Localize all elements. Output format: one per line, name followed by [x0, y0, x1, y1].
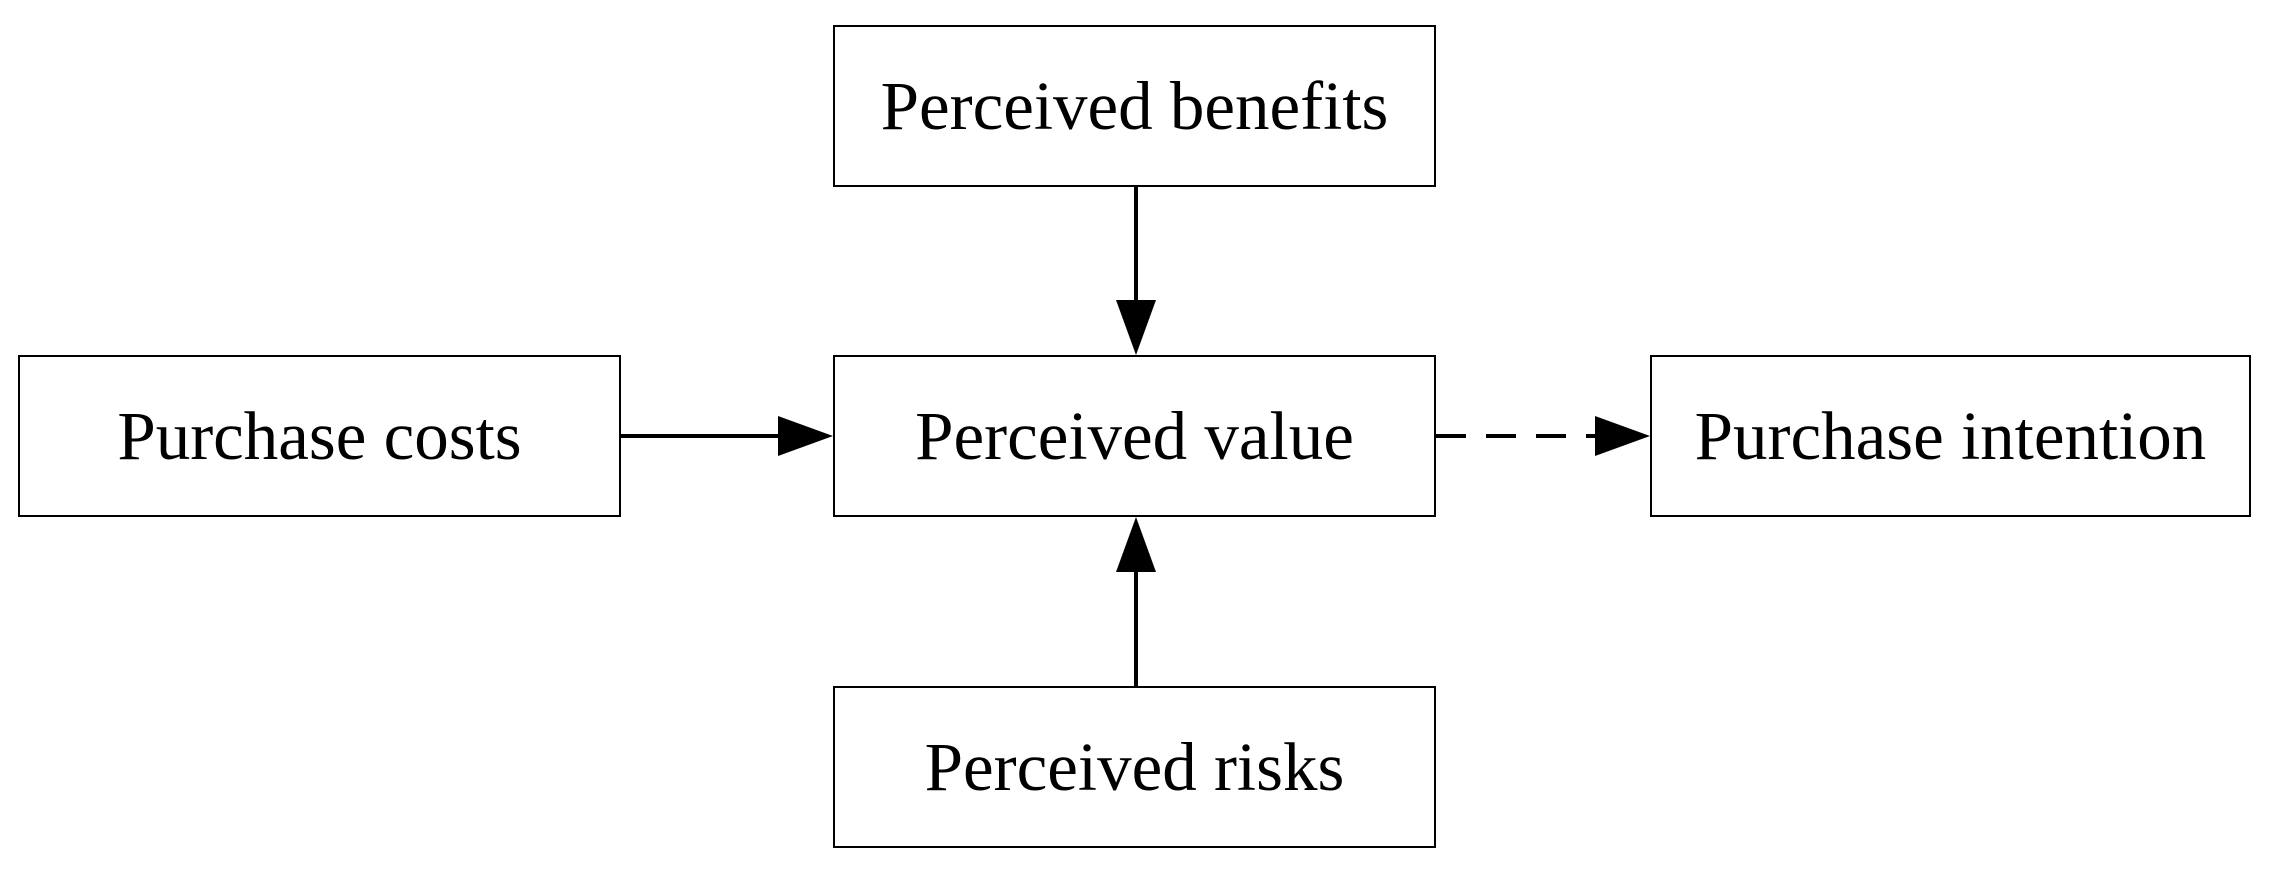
- node-perceived-risks: Perceived risks: [833, 686, 1436, 848]
- node-label-perceived-benefits: Perceived benefits: [880, 67, 1389, 144]
- edge-benefits-to-value: [1116, 187, 1156, 355]
- node-purchase-costs: Purchase costs: [18, 355, 621, 517]
- node-perceived-benefits: Perceived benefits: [833, 25, 1436, 187]
- node-purchase-intention: Purchase intention: [1650, 355, 2251, 517]
- edge-risks-to-value: [1116, 517, 1156, 686]
- node-label-perceived-value: Perceived value: [915, 397, 1354, 474]
- node-label-purchase-intention: Purchase intention: [1694, 397, 2207, 474]
- edge-costs-to-value: [621, 416, 833, 456]
- edge-value-to-intention: [1436, 416, 1650, 456]
- node-label-perceived-risks: Perceived risks: [924, 728, 1345, 805]
- node-label-purchase-costs: Purchase costs: [117, 397, 522, 474]
- node-perceived-value: Perceived value: [833, 355, 1436, 517]
